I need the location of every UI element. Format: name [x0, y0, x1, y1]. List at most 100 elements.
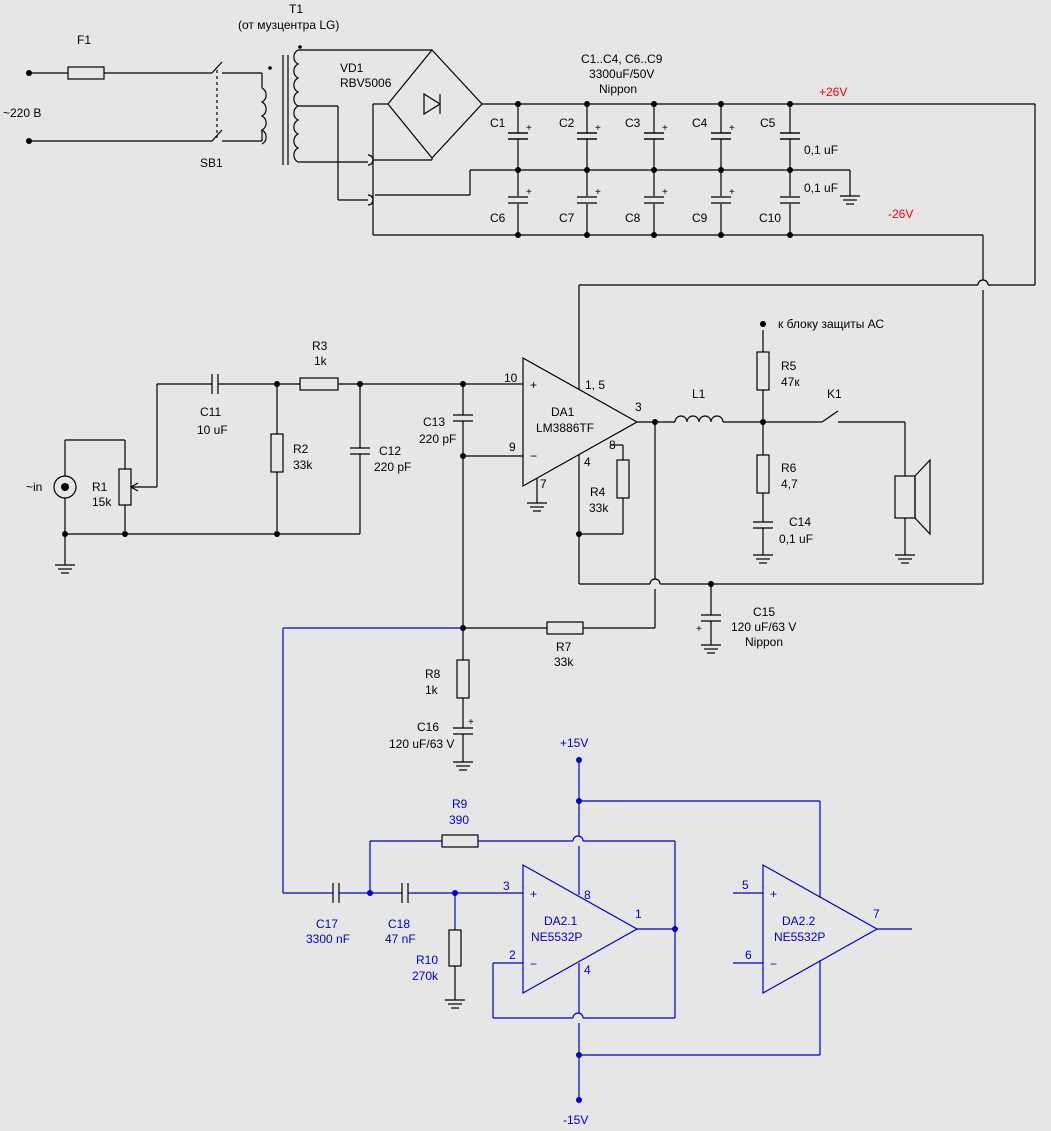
label-r2: R2: [293, 442, 309, 456]
label-input: ~in: [26, 480, 42, 494]
label-r4: R4: [590, 485, 606, 499]
input-stage: [53, 374, 523, 628]
label-pin4: 4: [584, 455, 591, 469]
svg-text:−: −: [530, 449, 537, 463]
label-p1: 1: [635, 907, 642, 921]
label-c10: C10: [759, 211, 781, 225]
label-caps-brand: Nippon: [599, 82, 637, 96]
label-r10: R10: [416, 953, 438, 967]
label-f1: F1: [77, 33, 91, 47]
label-c14-value: 0,1 uF: [779, 532, 813, 546]
mains-input: [26, 45, 432, 206]
label-da21-part: NE5532P: [531, 930, 582, 944]
label-p8: 8: [584, 888, 591, 902]
label-r6: R6: [781, 461, 797, 475]
label-r6-value: 4,7: [781, 477, 798, 491]
filter-capacitor-bank: + + + + + + + +: [375, 101, 1036, 584]
svg-text:+: +: [526, 187, 532, 198]
label-r9: R9: [452, 797, 468, 811]
label-c13: C13: [423, 415, 445, 429]
active-filter: + − + −: [282, 627, 912, 1103]
svg-text:+: +: [729, 123, 735, 134]
label-pos-supply: +15V: [560, 736, 588, 750]
label-r3-value: 1k: [314, 354, 328, 368]
label-c11-value: 10 uF: [197, 423, 228, 437]
svg-text:+: +: [729, 187, 735, 198]
label-c14: C14: [789, 515, 811, 529]
label-c4: C4: [692, 116, 708, 130]
label-pin8: 8: [609, 438, 616, 452]
label-c12-value: 220 pF: [374, 460, 411, 474]
label-vd1-part: RBV5006: [340, 76, 392, 90]
label-t1: T1: [289, 2, 303, 16]
label-k1: K1: [827, 387, 842, 401]
label-r10-value: 270k: [412, 969, 439, 983]
label-c3: C3: [625, 116, 641, 130]
label-c2: C2: [559, 116, 575, 130]
label-caps-title: C1..C4, C6..C9: [581, 52, 663, 66]
label-r1: R1: [92, 480, 108, 494]
label-vd1: VD1: [340, 61, 364, 75]
svg-text:+: +: [770, 887, 777, 901]
svg-text:+: +: [662, 123, 668, 134]
svg-text:+: +: [595, 123, 601, 134]
label-r2-value: 33k: [293, 458, 313, 472]
label-l1: L1: [692, 387, 706, 401]
label-mains: ~220 В: [3, 106, 41, 120]
label-p3: 3: [503, 879, 510, 893]
label-c6: C6: [490, 211, 506, 225]
label-c11: C11: [200, 405, 221, 419]
label-r5: R5: [781, 359, 797, 373]
svg-text:+: +: [530, 887, 537, 901]
label-r8-value: 1k: [425, 683, 439, 697]
label-c16: C16: [417, 720, 439, 734]
label-c17-value: 3300 nF: [306, 932, 350, 946]
label-c16-value: 120 uF/63 V: [389, 737, 454, 751]
label-p4: 4: [584, 963, 591, 977]
label-da22: DA2.2: [782, 914, 816, 928]
label-c1: C1: [490, 116, 506, 130]
label-r7: R7: [556, 640, 572, 654]
label-c12: C12: [379, 444, 401, 458]
label-sb1: SB1: [200, 156, 223, 170]
svg-text:−: −: [530, 957, 537, 971]
label-r5-value: 47к: [781, 375, 800, 389]
svg-text:+: +: [526, 123, 532, 134]
label-caps-value: 3300uF/50V: [589, 67, 654, 81]
label-r4-value: 33k: [589, 501, 609, 515]
label-r8: R8: [425, 667, 441, 681]
label-r3: R3: [312, 339, 328, 353]
label-c15-value: 120 uF/63 V: [731, 620, 796, 634]
label-p5: 5: [742, 878, 749, 892]
label-c10-value: 0,1 uF: [804, 181, 838, 195]
svg-text:−: −: [770, 957, 777, 971]
svg-text:+: +: [595, 187, 601, 198]
label-pin15: 1, 5: [585, 378, 605, 392]
label-neg-rail: -26V: [888, 207, 913, 221]
svg-text:+: +: [468, 717, 474, 728]
label-p6: 6: [745, 948, 752, 962]
label-p7: 7: [873, 907, 880, 921]
label-da1: DA1: [551, 405, 575, 419]
label-c15: C15: [753, 605, 775, 619]
label-t1-note: (от музцентра LG): [238, 18, 339, 32]
label-pin10: 10: [504, 371, 518, 385]
bridge-rectifier: [372, 49, 983, 236]
label-r7-value: 33k: [554, 655, 574, 669]
label-c5: C5: [760, 116, 776, 130]
label-c18: C18: [388, 917, 410, 931]
label-c7: C7: [559, 211, 575, 225]
label-pin7: 7: [540, 477, 547, 491]
power-amplifier-da1: + − +: [453, 285, 983, 771]
label-pos-rail: +26V: [819, 85, 847, 99]
label-p2: 2: [509, 948, 516, 962]
label-da1-part: LM3886TF: [536, 421, 594, 435]
label-protection: к блоку защиты АС: [778, 317, 884, 331]
label-r9-value: 390: [449, 813, 469, 827]
label-c13-value: 220 pF: [419, 432, 456, 446]
label-da22-part: NE5532P: [774, 930, 825, 944]
label-c17: C17: [316, 917, 338, 931]
svg-text:+: +: [662, 187, 668, 198]
